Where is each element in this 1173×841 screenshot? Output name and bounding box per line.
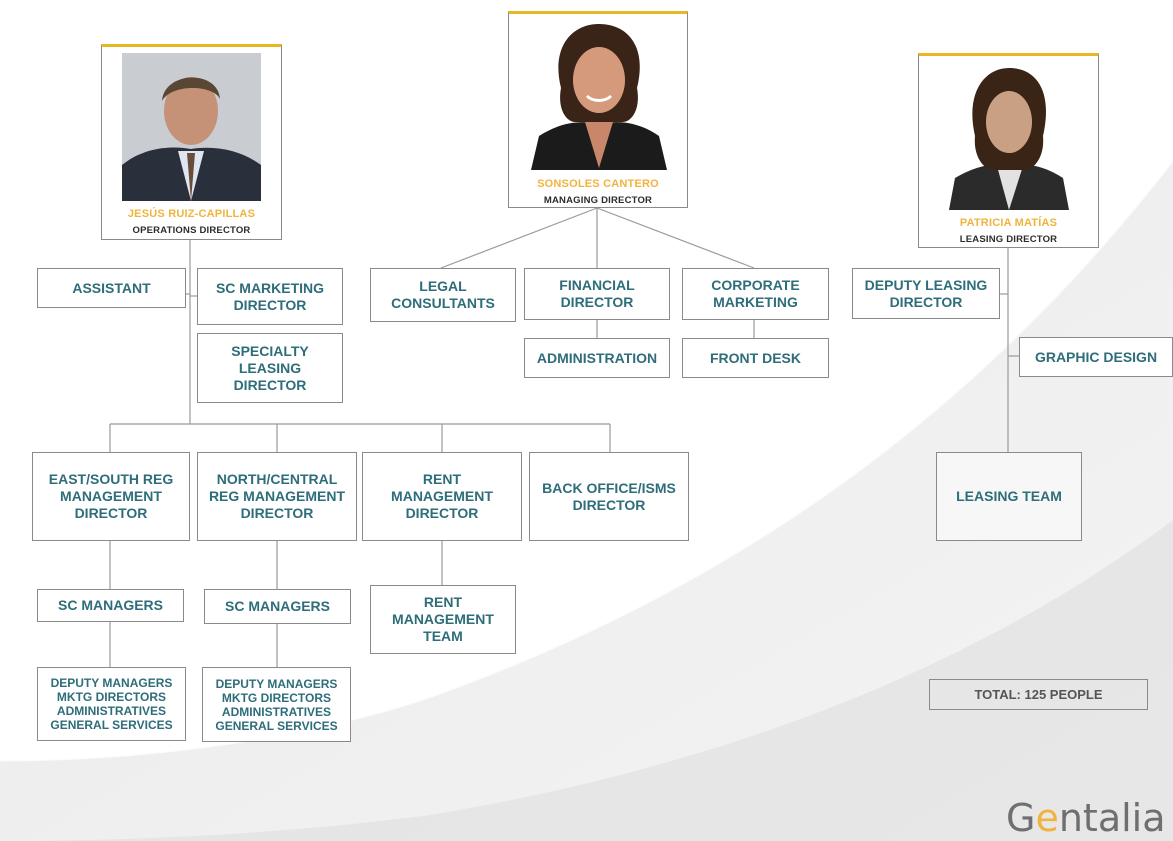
total-people-box: TOTAL: 125 PEOPLE [929, 679, 1148, 710]
financial-director-box: FINANCIAL DIRECTOR [524, 268, 670, 320]
sc-marketing-director-box: SC MARKETING DIRECTOR [197, 268, 343, 325]
assistant-box: ASSISTANT [37, 268, 186, 308]
back-office-director-box: BACK OFFICE/ISMS DIRECTOR [529, 452, 689, 541]
gentalia-logo: Gentalia [1006, 796, 1166, 840]
front-desk-box: FRONT DESK [682, 338, 829, 378]
leasing-team-box: LEASING TEAM [936, 452, 1082, 541]
east-south-director-box: EAST/SOUTH REG MANAGEMENT DIRECTOR [32, 452, 190, 541]
deputy-leasing-director-box: DEPUTY LEASING DIRECTOR [852, 268, 1000, 319]
rent-management-director-box: RENT MANAGEMENT DIRECTOR [362, 452, 522, 541]
north-central-director-box: NORTH/CENTRAL REG MANAGEMENT DIRECTOR [197, 452, 357, 541]
legal-consultants-box: LEGAL CONSULTANTS [370, 268, 516, 322]
person-title: MANAGING DIRECTOR [543, 195, 653, 206]
staff-list-box: DEPUTY MANAGERS MKTG DIRECTORS ADMINISTR… [202, 667, 351, 742]
managing-director-card: SONSOLES CANTERO MANAGING DIRECTOR [508, 11, 688, 208]
person-photo-icon [945, 62, 1073, 210]
person-photo-icon [531, 18, 667, 170]
staff-list-box: DEPUTY MANAGERS MKTG DIRECTORS ADMINISTR… [37, 667, 186, 741]
person-name: JESÚS RUIZ-CAPILLAS [127, 208, 256, 220]
specialty-leasing-director-box: SPECIALTY LEASING DIRECTOR [197, 333, 343, 403]
administration-box: ADMINISTRATION [524, 338, 670, 378]
rent-management-team-box: RENT MANAGEMENT TEAM [370, 585, 516, 654]
person-photo-icon [122, 53, 261, 201]
leasing-director-card: PATRICIA MATÍAS LEASING DIRECTOR [918, 53, 1099, 248]
person-title: LEASING DIRECTOR [959, 234, 1058, 245]
graphic-design-box: GRAPHIC DESIGN [1019, 337, 1173, 377]
person-name: PATRICIA MATÍAS [959, 217, 1058, 229]
sc-managers-box: SC MANAGERS [37, 589, 184, 622]
logo-accent: e [1035, 796, 1059, 840]
person-title: OPERATIONS DIRECTOR [132, 225, 251, 236]
corporate-marketing-box: CORPORATE MARKETING [682, 268, 829, 320]
operations-director-card: JESÚS RUIZ-CAPILLAS OPERATIONS DIRECTOR [101, 44, 282, 240]
person-name: SONSOLES CANTERO [537, 178, 659, 190]
sc-managers-box: SC MANAGERS [204, 589, 351, 624]
